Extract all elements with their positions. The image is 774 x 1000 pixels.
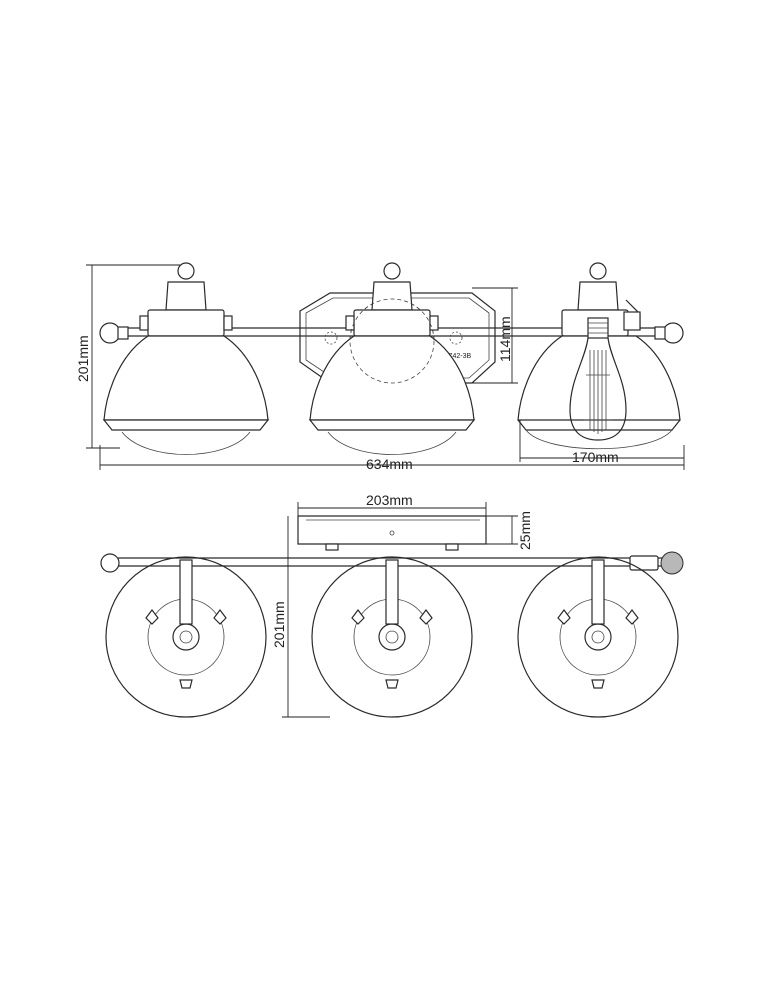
left-lamp-front	[102, 262, 270, 455]
dim-height-front-label: 201mm	[75, 335, 91, 382]
part-number-label: P8742-3B	[440, 353, 471, 360]
dim-backplate-height-label: 114mm	[497, 316, 513, 362]
left-shade-top	[105, 556, 267, 718]
dim-backplate-width-label: 203mm	[366, 492, 413, 508]
dim-height-front: 201mm	[75, 264, 180, 449]
dim-height-top: 201mm	[271, 516, 330, 718]
dim-depth: 170mm	[519, 420, 684, 465]
center-lamp-front	[308, 262, 476, 455]
dim-backplate-depth: 25mm	[486, 511, 533, 550]
front-elevation: P8742-3B	[75, 262, 685, 472]
top-backplate	[297, 515, 487, 551]
dim-overall-width-label: 634mm	[366, 456, 413, 472]
edison-bulb	[569, 317, 627, 441]
dim-height-top-label: 201mm	[271, 601, 287, 648]
dim-depth-label: 170mm	[572, 449, 619, 465]
dim-backplate-height: 114mm	[472, 287, 518, 384]
dim-overall-width: 634mm	[99, 445, 685, 472]
dim-backplate-width: 203mm	[297, 492, 487, 516]
center-shade-top	[311, 556, 473, 718]
right-shade-top	[517, 556, 679, 718]
right-lamp-side	[517, 262, 681, 450]
top-view: 203mm 25mm	[100, 492, 684, 718]
dim-backplate-depth-label: 25mm	[517, 511, 533, 550]
